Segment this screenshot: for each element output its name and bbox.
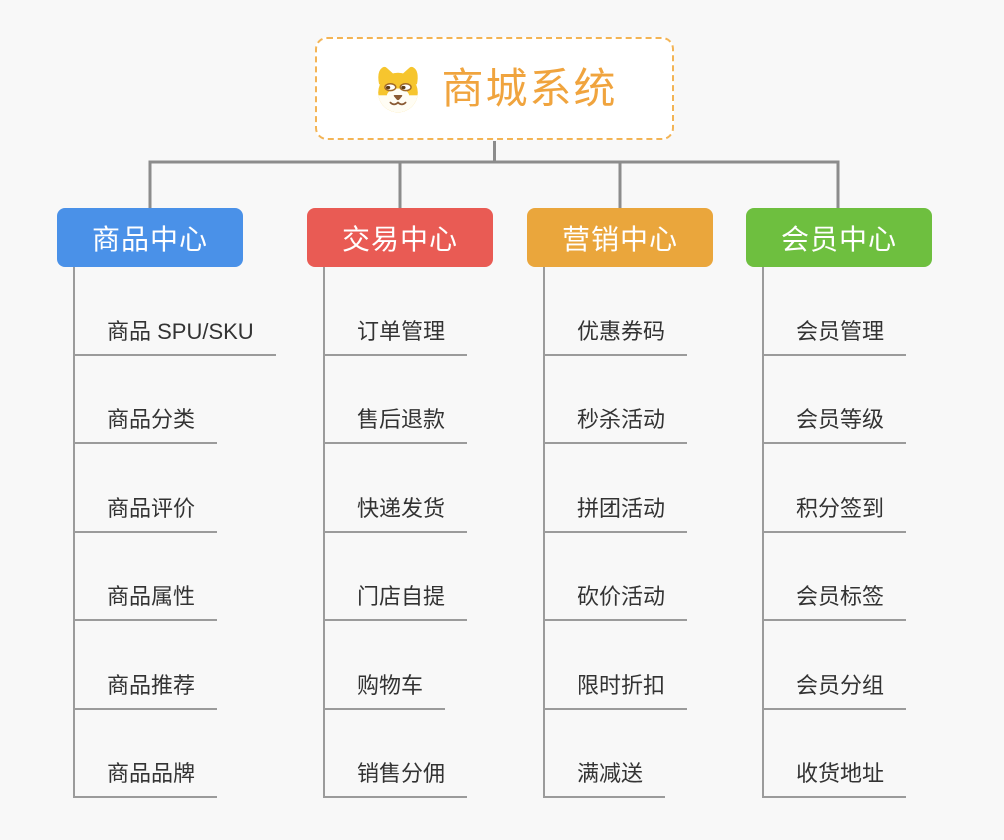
leaf-node-member-groups[interactable]: 会员分组: [762, 674, 907, 710]
leaf-slot: 拼团活动: [543, 444, 688, 533]
leaf-slot: 售后退款: [323, 356, 468, 444]
leaf-slot: 秒杀活动: [543, 356, 688, 444]
leaf-node-member-management[interactable]: 会员管理: [762, 320, 907, 356]
branch-spine: [762, 267, 764, 798]
branch-node-trade-center[interactable]: 交易中心: [307, 208, 493, 267]
branch-node-marketing-center[interactable]: 营销中心: [527, 208, 713, 267]
leaf-node-order-management[interactable]: 订单管理: [323, 320, 468, 356]
branch-trade-center: 交易中心 订单管理 售后退款 快递发货 门店自提 购物车 销售分佣: [307, 208, 493, 798]
branch-spine: [323, 267, 325, 798]
branch-leaves: 会员管理 会员等级 积分签到 会员标签 会员分组 收货地址: [762, 267, 907, 798]
branch-marketing-center: 营销中心 优惠券码 秒杀活动 拼团活动 砍价活动 限时折扣 满减送: [527, 208, 713, 798]
leaf-slot: 会员标签: [762, 533, 907, 621]
leaf-node-express-delivery[interactable]: 快递发货: [323, 497, 468, 533]
leaf-node-aftersale-refund[interactable]: 售后退款: [323, 409, 468, 444]
branch-member-center: 会员中心 会员管理 会员等级 积分签到 会员标签 会员分组 收货地址: [746, 208, 932, 798]
leaf-slot: 优惠券码: [543, 267, 688, 356]
leaf-node-product-brand[interactable]: 商品品牌: [73, 763, 218, 798]
leaf-slot: 商品品牌: [73, 710, 276, 798]
leaf-slot: 商品 SPU/SKU: [73, 267, 276, 356]
leaf-node-member-tags[interactable]: 会员标签: [762, 586, 907, 621]
leaf-slot: 积分签到: [762, 444, 907, 533]
leaf-node-full-reduction[interactable]: 满减送: [543, 763, 666, 798]
leaf-slot: 快递发货: [323, 444, 468, 533]
branch-node-member-center[interactable]: 会员中心: [746, 208, 932, 267]
leaf-node-shopping-cart[interactable]: 购物车: [323, 674, 446, 710]
branch-product-center: 商品中心 商品 SPU/SKU 商品分类 商品评价 商品属性 商品推荐 商品品牌: [57, 208, 276, 798]
dog-face-icon: [378, 66, 419, 112]
leaf-slot: 订单管理: [323, 267, 468, 356]
leaf-slot: 商品推荐: [73, 621, 276, 710]
leaf-slot: 收货地址: [762, 710, 907, 798]
leaf-node-member-level[interactable]: 会员等级: [762, 409, 907, 444]
branch-leaves: 优惠券码 秒杀活动 拼团活动 砍价活动 限时折扣 满减送: [543, 267, 688, 798]
leaf-node-product-category[interactable]: 商品分类: [73, 409, 218, 444]
leaf-slot: 商品评价: [73, 444, 276, 533]
branch-spine: [73, 267, 75, 798]
leaf-slot: 会员等级: [762, 356, 907, 444]
branch-leaves: 订单管理 售后退款 快递发货 门店自提 购物车 销售分佣: [323, 267, 468, 798]
leaf-node-group-buy[interactable]: 拼团活动: [543, 497, 688, 533]
leaf-node-product-spu-sku[interactable]: 商品 SPU/SKU: [73, 320, 276, 356]
leaf-node-product-recommend[interactable]: 商品推荐: [73, 674, 218, 710]
leaf-node-product-attribute[interactable]: 商品属性: [73, 586, 218, 621]
leaf-node-store-pickup[interactable]: 门店自提: [323, 586, 468, 621]
leaf-slot: 限时折扣: [543, 621, 688, 710]
leaf-node-limited-time-discount[interactable]: 限时折扣: [543, 674, 688, 710]
leaf-node-bargain-activity[interactable]: 砍价活动: [543, 586, 688, 621]
leaf-slot: 满减送: [543, 710, 687, 798]
root-node[interactable]: 商城系统: [315, 37, 674, 140]
branch-leaves: 商品 SPU/SKU 商品分类 商品评价 商品属性 商品推荐 商品品牌: [73, 267, 276, 798]
leaf-slot: 砍价活动: [543, 533, 688, 621]
leaf-node-points-checkin[interactable]: 积分签到: [762, 497, 907, 533]
leaf-slot: 门店自提: [323, 533, 468, 621]
root-node-title: 商城系统: [441, 64, 618, 112]
branch-node-product-center[interactable]: 商品中心: [57, 208, 243, 267]
leaf-node-flash-sale[interactable]: 秒杀活动: [543, 409, 688, 444]
leaf-slot: 商品属性: [73, 533, 276, 621]
leaf-slot: 销售分佣: [323, 710, 468, 798]
leaf-node-shipping-address[interactable]: 收货地址: [762, 763, 907, 798]
leaf-slot: 会员分组: [762, 621, 907, 710]
leaf-node-sales-commission[interactable]: 销售分佣: [323, 763, 468, 798]
leaf-slot: 会员管理: [762, 267, 907, 356]
leaf-slot: 商品分类: [73, 356, 276, 444]
leaf-node-coupon-code[interactable]: 优惠券码: [543, 320, 688, 356]
leaf-slot: 购物车: [323, 621, 467, 710]
branch-spine: [543, 267, 545, 798]
leaf-node-product-review[interactable]: 商品评价: [73, 497, 218, 533]
